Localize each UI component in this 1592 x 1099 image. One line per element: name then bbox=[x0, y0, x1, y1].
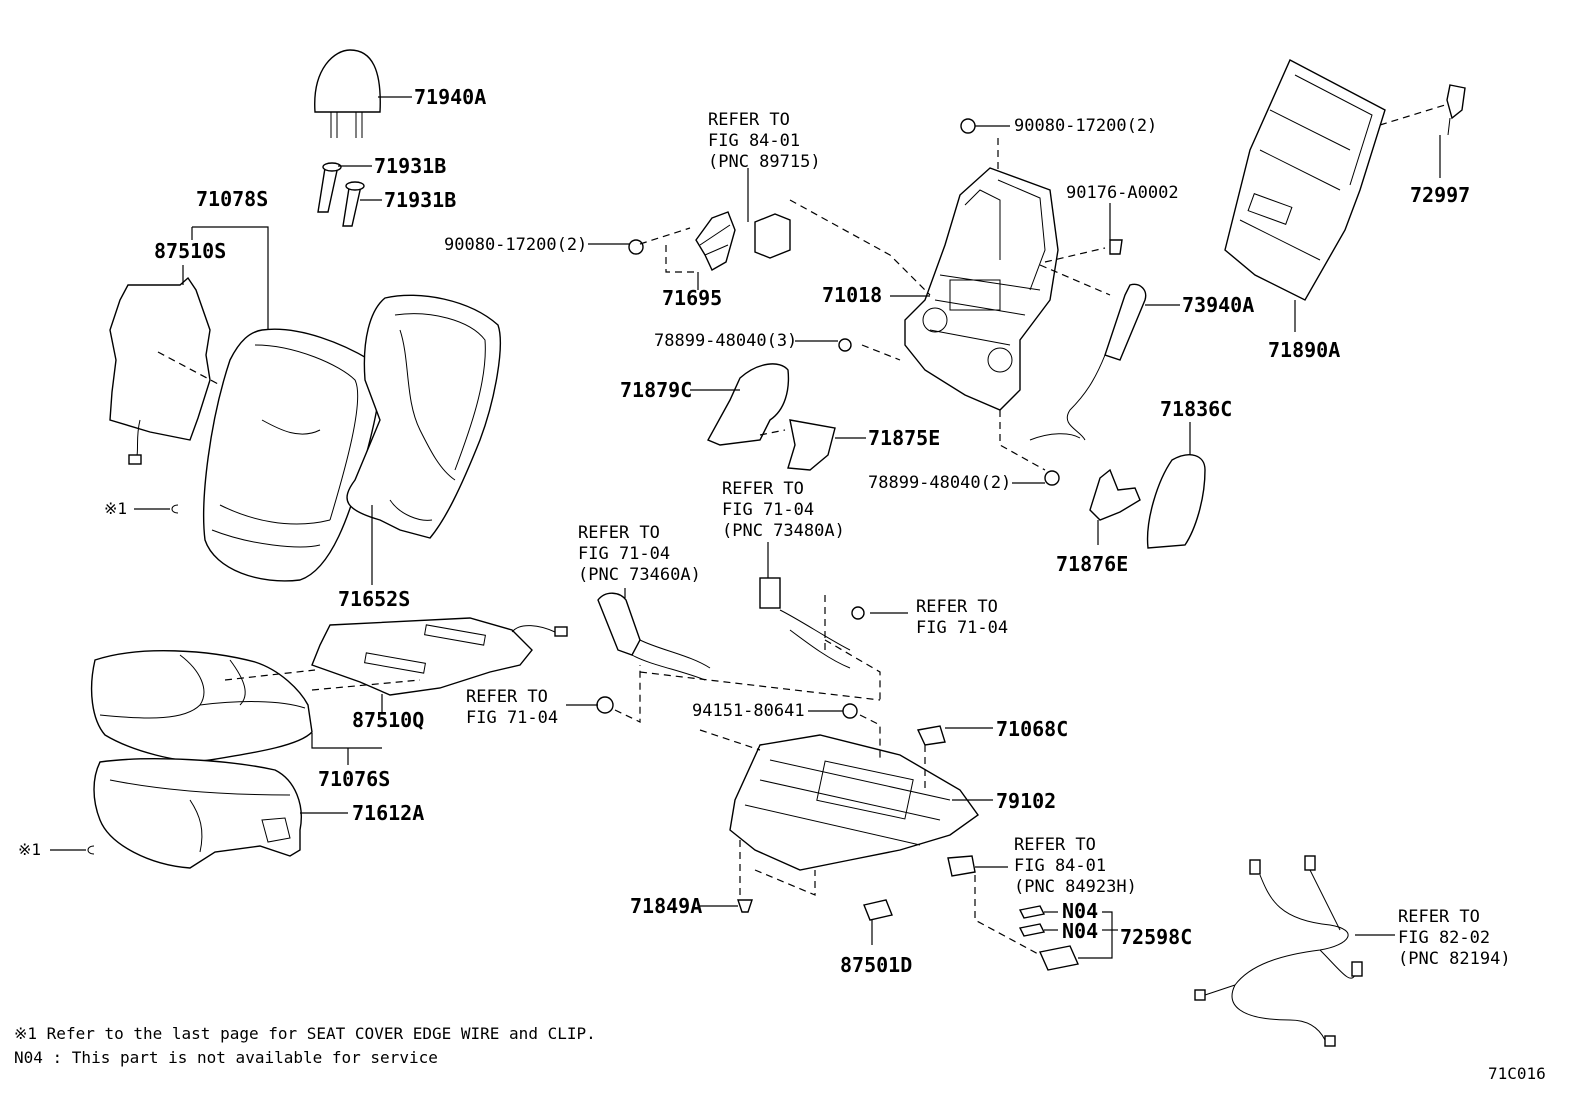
refer-fig-71-04-pnc-73480A: REFER TO FIG 71-04 (PNC 73480A) bbox=[722, 479, 845, 541]
clip-note-marker-lower: ※1 bbox=[18, 840, 41, 859]
headrest-drawing bbox=[314, 49, 381, 138]
label-71068C: 71068C bbox=[996, 717, 1068, 741]
label-N04-upper: N04 bbox=[1062, 899, 1098, 923]
label-71931B-lower: 71931B bbox=[384, 188, 456, 212]
footnote-clip: ※1 Refer to the last page for SEAT COVER… bbox=[14, 1024, 596, 1043]
label-90176: 90176-A0002 bbox=[1066, 183, 1179, 203]
clip-symbol-drawing bbox=[87, 504, 179, 855]
bracket-71695-drawing bbox=[628, 211, 791, 271]
cushion-heater-mat-drawing bbox=[311, 617, 568, 696]
refer-fig-82-02-pnc-82194: REFER TO FIG 82-02 (PNC 82194) bbox=[1398, 907, 1511, 969]
label-79102: 79102 bbox=[996, 789, 1056, 813]
label-71695: 71695 bbox=[662, 286, 722, 310]
label-71876E: 71876E bbox=[1056, 552, 1128, 576]
svg-text:FIG 82-02: FIG 82-02 bbox=[1398, 928, 1490, 948]
back-bracket-drawing bbox=[1089, 454, 1206, 549]
label-72598C: 72598C bbox=[1120, 925, 1192, 949]
label-71836C: 71836C bbox=[1160, 397, 1232, 421]
svg-text:(PNC 89715): (PNC 89715) bbox=[708, 152, 821, 172]
label-71931B-upper: 71931B bbox=[374, 154, 446, 178]
seatback-cover-drawing bbox=[203, 328, 381, 582]
seatback-frame-drawing bbox=[904, 118, 1123, 411]
headrest-guide-drawing bbox=[317, 162, 365, 227]
svg-text:FIG 71-04: FIG 71-04 bbox=[466, 708, 558, 728]
svg-text:REFER TO: REFER TO bbox=[1398, 907, 1480, 927]
small-parts-drawing bbox=[737, 899, 1079, 971]
label-71890A: 71890A bbox=[1268, 338, 1340, 362]
label-71612A: 71612A bbox=[352, 801, 424, 825]
svg-text:REFER TO: REFER TO bbox=[1014, 835, 1096, 855]
side-cover-drawing bbox=[707, 338, 852, 471]
svg-text:(PNC 73460A): (PNC 73460A) bbox=[578, 565, 701, 585]
refer-fig-84-01-pnc-89715: REFER TO FIG 84-01 (PNC 89715) bbox=[708, 110, 821, 172]
label-78899-lower: 78899-48040(2) bbox=[868, 473, 1011, 493]
label-73940A: 73940A bbox=[1182, 293, 1254, 317]
label-71879C: 71879C bbox=[620, 378, 692, 402]
label-72997: 72997 bbox=[1410, 183, 1470, 207]
label-71875E: 71875E bbox=[868, 426, 940, 450]
footnote-n04: N04 : This part is not available for ser… bbox=[14, 1048, 438, 1067]
seatback-pad-drawing bbox=[346, 294, 501, 539]
refer-to-blocks: REFER TO FIG 84-01 (PNC 89715) REFER TO … bbox=[466, 110, 1511, 969]
seatback-heater-mat-drawing bbox=[109, 276, 211, 465]
label-87510S: 87510S bbox=[154, 239, 226, 263]
label-78899-upper: 78899-48040(3) bbox=[654, 331, 797, 351]
seat-harness-drawing bbox=[596, 577, 865, 719]
svg-text:FIG 71-04: FIG 71-04 bbox=[916, 618, 1008, 638]
label-87510Q: 87510Q bbox=[352, 708, 424, 732]
refer-fig-71-04-right: REFER TO FIG 71-04 bbox=[916, 597, 1008, 638]
assembly-dashed-lines bbox=[157, 104, 1446, 956]
svg-text:REFER TO: REFER TO bbox=[708, 110, 790, 130]
svg-text:FIG 71-04: FIG 71-04 bbox=[578, 544, 670, 564]
svg-text:REFER TO: REFER TO bbox=[578, 523, 660, 543]
label-71018: 71018 bbox=[822, 283, 882, 307]
svg-text:REFER TO: REFER TO bbox=[916, 597, 998, 617]
svg-text:(PNC 82194): (PNC 82194) bbox=[1398, 949, 1511, 969]
label-N04-lower: N04 bbox=[1062, 919, 1098, 943]
refer-fig-71-04-pnc-73460A: REFER TO FIG 71-04 (PNC 73460A) bbox=[578, 523, 701, 585]
leader-lines bbox=[50, 96, 1441, 959]
svg-text:FIG 71-04: FIG 71-04 bbox=[722, 500, 814, 520]
label-71076S: 71076S bbox=[318, 767, 390, 791]
clip-72997-drawing bbox=[1446, 84, 1466, 136]
label-71849A: 71849A bbox=[630, 894, 702, 918]
footnotes: ※1 Refer to the last page for SEAT COVER… bbox=[14, 1024, 1546, 1083]
svg-text:FIG 84-01: FIG 84-01 bbox=[1014, 856, 1106, 876]
figure-code: 71C016 bbox=[1488, 1064, 1546, 1083]
label-94151: 94151-80641 bbox=[692, 701, 805, 721]
label-71940A: 71940A bbox=[414, 85, 486, 109]
label-71078S: 71078S bbox=[196, 187, 268, 211]
cushion-pad-drawing bbox=[93, 758, 302, 869]
svg-text:REFER TO: REFER TO bbox=[466, 687, 548, 707]
refer-fig-71-04-left: REFER TO FIG 71-04 bbox=[466, 687, 558, 728]
part-number-labels: 71940A 71931B 71931B 71078S 87510S 71652… bbox=[18, 85, 1470, 977]
label-71652S: 71652S bbox=[338, 587, 410, 611]
label-90080-left: 90080-17200(2) bbox=[444, 235, 587, 255]
svg-text:(PNC 73480A): (PNC 73480A) bbox=[722, 521, 845, 541]
clip-note-marker-upper: ※1 bbox=[104, 499, 127, 518]
label-87501D: 87501D bbox=[840, 953, 912, 977]
cushion-cover-drawing bbox=[90, 650, 313, 762]
svg-text:REFER TO: REFER TO bbox=[722, 479, 804, 499]
seatback-board-drawing bbox=[1224, 59, 1386, 301]
wire-harness-drawing bbox=[1194, 855, 1363, 1047]
svg-text:FIG 84-01: FIG 84-01 bbox=[708, 131, 800, 151]
seat-adjuster-drawing bbox=[729, 725, 979, 877]
label-90080-right: 90080-17200(2) bbox=[1014, 116, 1157, 136]
refer-fig-84-01-pnc-84923H: REFER TO FIG 84-01 (PNC 84923H) bbox=[1014, 835, 1137, 897]
side-airbag-drawing bbox=[1029, 283, 1147, 486]
svg-text:(PNC 84923H): (PNC 84923H) bbox=[1014, 877, 1137, 897]
